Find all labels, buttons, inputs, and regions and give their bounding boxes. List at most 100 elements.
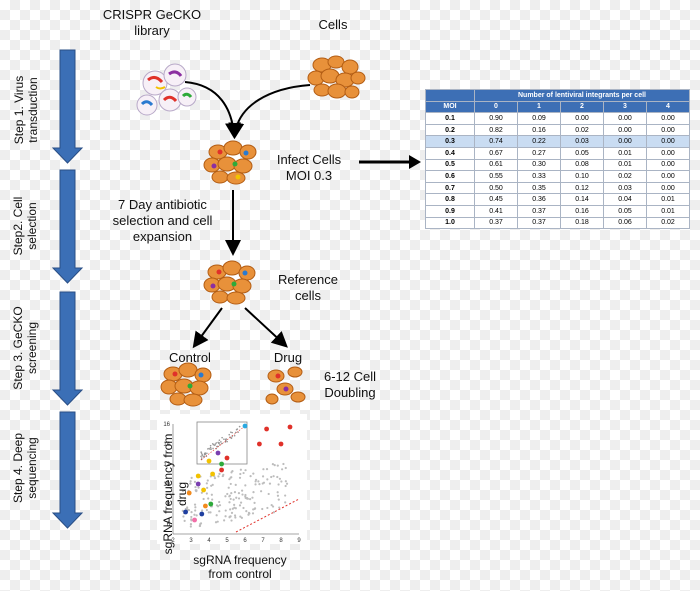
- cloud-point: [193, 503, 197, 506]
- inset-point: [203, 455, 206, 458]
- data-point: [278, 441, 284, 447]
- data-point: [199, 511, 205, 517]
- control-label: Control: [169, 350, 211, 365]
- cloud-point: [233, 506, 236, 509]
- cloud-point: [278, 477, 281, 480]
- cloud-point: [207, 511, 210, 514]
- data-point: [224, 455, 230, 461]
- table-cell: 0.09: [517, 112, 561, 125]
- cloud-point: [229, 497, 232, 501]
- table-cell: 0.03: [603, 181, 647, 195]
- cloud-point: [205, 492, 208, 495]
- table-cell: 0.18: [560, 216, 604, 230]
- inset-point: [200, 455, 202, 458]
- cloud-point: [214, 521, 218, 524]
- table-cell: 0.22: [517, 135, 561, 148]
- cloud-point: [233, 491, 237, 494]
- table-cell: 0.00: [603, 112, 647, 125]
- table-cell: 0.10: [560, 170, 604, 183]
- cloud-point: [210, 493, 213, 496]
- cloud-point: [216, 520, 219, 523]
- cloud-point: [254, 507, 257, 510]
- table-cell: 0.41: [474, 204, 518, 218]
- table-cell: 0.00: [603, 135, 647, 148]
- data-point: [219, 467, 224, 473]
- inset-point: [214, 443, 217, 445]
- cloud-point: [251, 496, 254, 499]
- table-cell: 0.00: [646, 181, 690, 195]
- cloud-point: [242, 471, 245, 475]
- table-cell-moi: 0.9: [425, 204, 475, 218]
- cloud-point: [276, 464, 279, 467]
- cloud-point: [184, 507, 187, 511]
- step-1-arrow: [51, 49, 84, 164]
- cloud-point: [234, 516, 237, 519]
- cloud-point: [271, 505, 275, 508]
- inset-point: [221, 436, 223, 439]
- inset-point: [218, 439, 221, 441]
- cloud-point: [189, 480, 192, 483]
- y-tick-label: 16: [163, 422, 170, 428]
- table-cell: 0.05: [603, 204, 647, 218]
- cloud-point: [252, 508, 255, 511]
- infected-cells-icon: [203, 140, 257, 185]
- cloud-point: [238, 504, 242, 507]
- cloud-point: [271, 463, 274, 466]
- x-tick-label: 5: [225, 538, 229, 544]
- cloud-point: [240, 489, 244, 492]
- cloud-point: [276, 475, 279, 479]
- data-point: [186, 490, 192, 496]
- cloud-point: [270, 504, 273, 507]
- table-cell-moi: 0.1: [425, 112, 475, 125]
- cloud-point: [218, 510, 221, 513]
- x-tick-label: 7: [261, 538, 265, 544]
- y-tick-label: 14: [163, 442, 170, 448]
- table-cell: 0.00: [646, 158, 690, 172]
- data-point: [201, 487, 206, 493]
- cloud-point: [229, 508, 232, 511]
- cloud-point: [207, 497, 210, 500]
- cloud-point: [201, 509, 204, 512]
- inset-point: [220, 441, 222, 443]
- cloud-point: [242, 506, 245, 510]
- cloud-point: [218, 472, 221, 475]
- table-arrow: [359, 155, 421, 169]
- cloud-point: [194, 485, 197, 489]
- cloud-point: [213, 477, 217, 480]
- cloud-point: [285, 482, 289, 485]
- data-point: [206, 458, 212, 464]
- x-tick-label: 2: [171, 538, 175, 544]
- data-point: [208, 501, 214, 507]
- inset-point: [220, 442, 223, 445]
- cloud-point: [254, 483, 257, 486]
- step-4-label: Step 4. Deep sequencing: [11, 432, 39, 504]
- cloud-point: [284, 484, 287, 488]
- cloud-point: [257, 480, 260, 483]
- table-cell: 0.37: [474, 216, 518, 230]
- scatter-inset: [196, 421, 248, 465]
- cells-label: Cells: [318, 17, 348, 32]
- table-cell: 0.74: [474, 135, 518, 148]
- table-cell: 0.04: [603, 193, 647, 206]
- cloud-point: [228, 478, 231, 481]
- cloud-point: [230, 519, 233, 522]
- reference-cells-icon: [203, 260, 256, 305]
- cloud-point: [244, 484, 247, 487]
- table-header-col: 1: [517, 100, 561, 114]
- step-3-arrow: [51, 291, 84, 406]
- cloud-point: [224, 515, 227, 518]
- moi-table: Number of lentiviral integrants per cell…: [425, 89, 690, 230]
- step-arrows: [51, 49, 84, 529]
- cloud-point: [266, 478, 269, 481]
- table-cell: 0.30: [517, 158, 561, 172]
- cloud-point: [194, 509, 197, 512]
- inset-point: [223, 438, 225, 441]
- cloud-point: [277, 483, 280, 486]
- cloud-point: [198, 524, 202, 527]
- table-cell-moi: 0.4: [425, 146, 475, 160]
